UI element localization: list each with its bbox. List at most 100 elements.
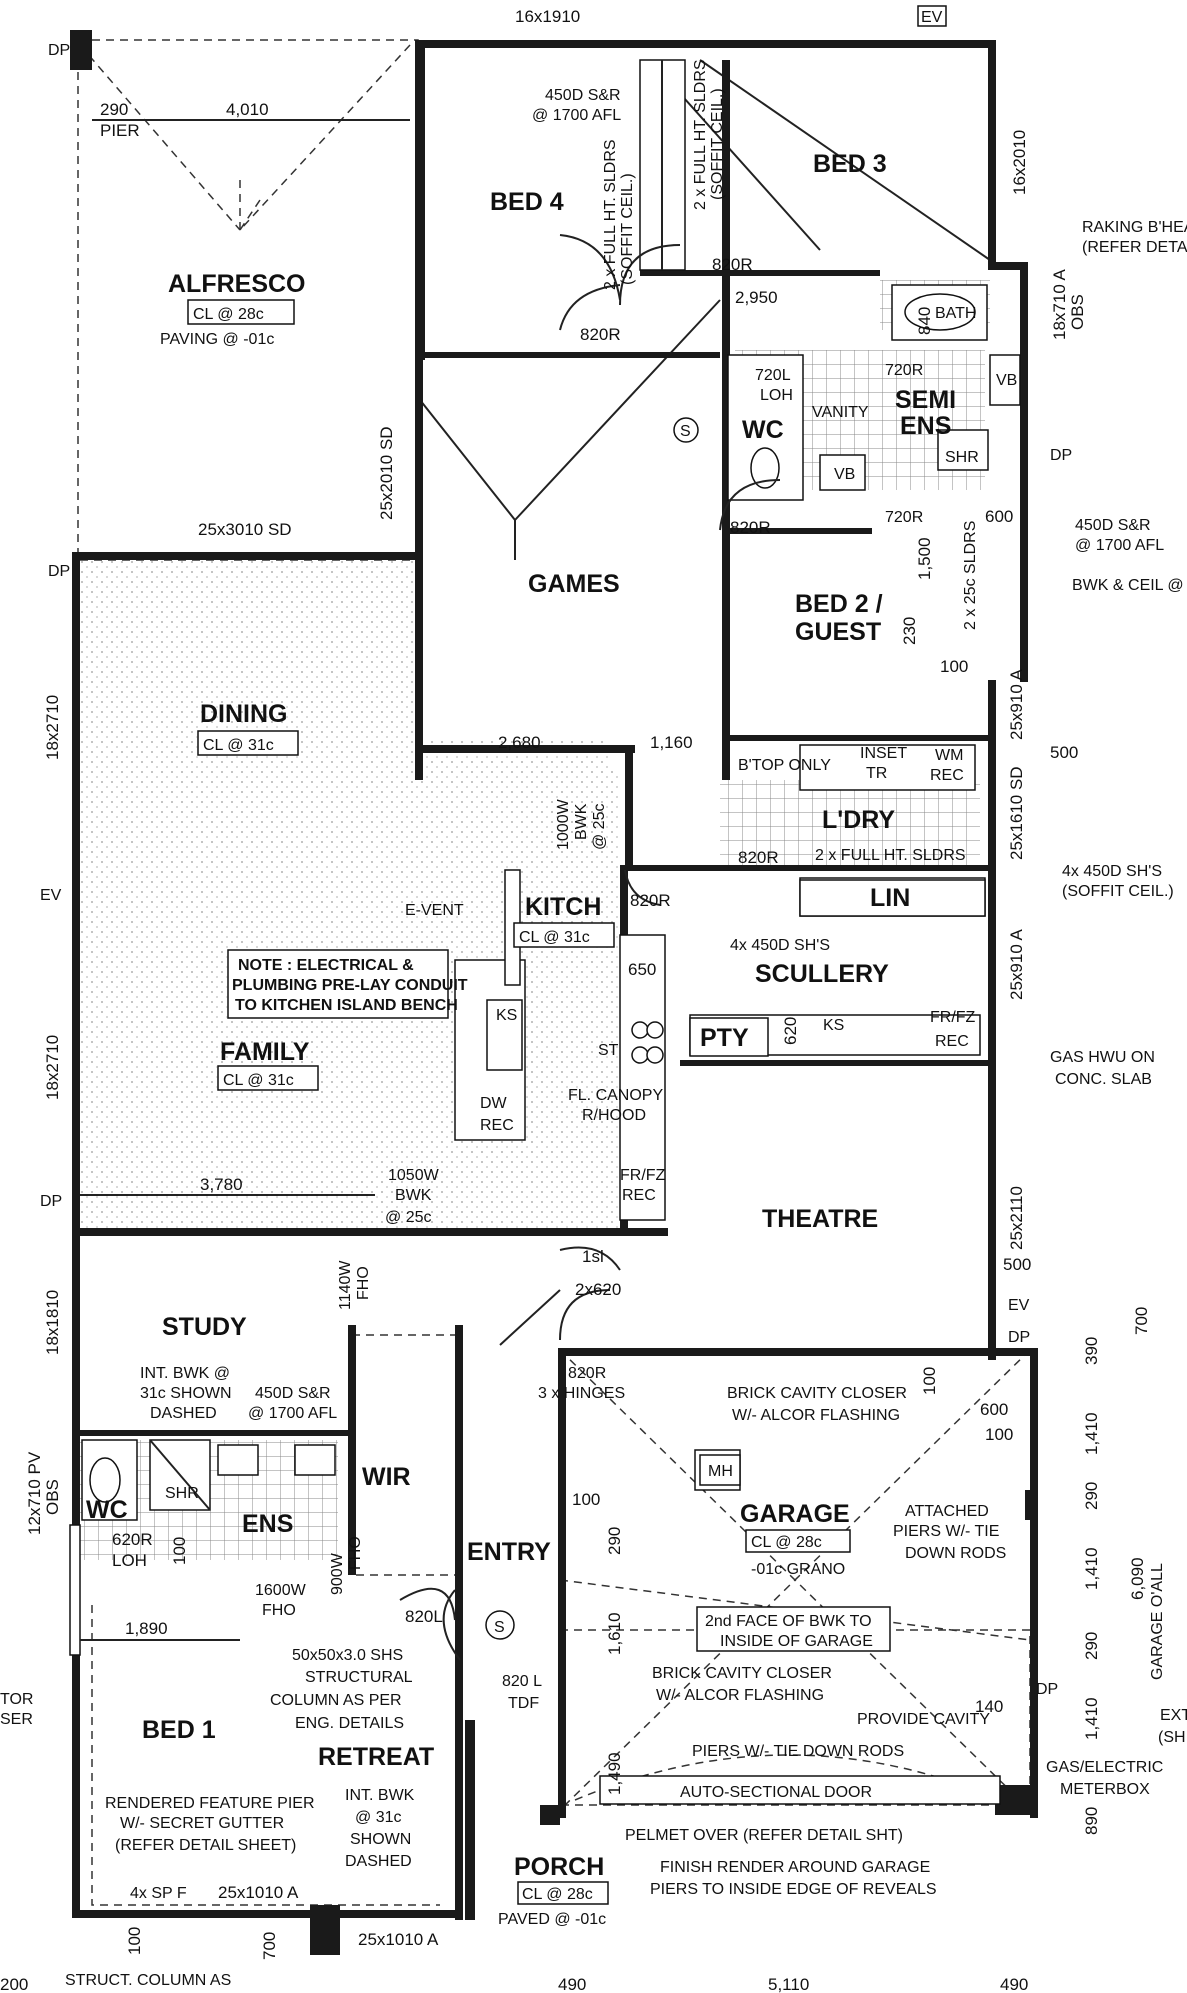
dim-290c: 290 — [605, 1527, 624, 1555]
sym-dp-d: DP — [1050, 447, 1072, 464]
dim-2950: 2,950 — [735, 288, 778, 307]
dim-820r-a: 820R — [712, 255, 753, 274]
note-1: NOTE : ELECTRICAL & — [238, 957, 414, 974]
floor-tile-areas — [78, 280, 990, 1560]
room-games: GAMES — [528, 570, 620, 598]
note-face1: 2nd FACE OF BWK TO — [705, 1613, 872, 1630]
room-ens-top: ENS — [900, 412, 951, 440]
note-shs1: 50x50x3.0 SHS — [292, 1647, 403, 1664]
note-attached1: ATTACHED — [905, 1503, 989, 1520]
note-sh4c: 4x 450D SH'S — [730, 937, 830, 954]
note-bwk1000: 1000W — [555, 798, 572, 850]
note-gasel1: GAS/ELECTRIC — [1046, 1759, 1163, 1776]
room-theatre: THEATRE — [762, 1205, 878, 1233]
note-r720a: 720R — [885, 362, 923, 379]
note-face2: INSIDE OF GARAGE — [720, 1633, 873, 1650]
dim-700a: 700 — [1132, 1307, 1151, 1335]
porch-paved: PAVED @ -01c — [498, 1911, 606, 1928]
dim-700b: 700 — [260, 1932, 279, 1960]
dim-pier: PIER — [100, 121, 140, 140]
dining-cl: CL @ 31c — [203, 737, 274, 754]
note-garage-oall: GARAGE O'ALL — [1149, 1563, 1166, 1680]
room-pty: PTY — [700, 1024, 749, 1052]
note-bwk1050b: BWK — [395, 1187, 432, 1204]
note-tor1: TOR — [0, 1691, 33, 1708]
room-shr-bot: SHR — [165, 1485, 199, 1502]
note-sldrs-a2: (SOFFIT CEIL.) — [619, 173, 636, 285]
note-bwk-ceil: BWK & CEIL @ 2 — [1072, 577, 1187, 594]
note-intbwk2: 31c SHOWN — [140, 1385, 232, 1402]
room-bed2: BED 2 / — [795, 590, 883, 618]
note-st: ST — [598, 1042, 619, 1059]
note-brick3: BRICK CAVITY CLOSER — [652, 1665, 832, 1682]
sym-dp-f: DP — [1036, 1681, 1058, 1698]
room-study: STUDY — [162, 1313, 247, 1341]
note-ks-b: KS — [823, 1017, 844, 1034]
note-bwk1050: 1050W — [388, 1167, 440, 1184]
room-vanity: VANITY — [812, 404, 869, 421]
dim-490b: 490 — [1000, 1975, 1028, 1993]
dim-390: 390 — [1082, 1337, 1101, 1365]
dim-25x3010: 25x3010 SD — [198, 520, 292, 539]
dim-25x2110: 25x2110 — [1007, 1186, 1026, 1250]
note-brick2: W/- ALCOR FLASHING — [732, 1407, 900, 1424]
dim-1410c: 1,410 — [1082, 1697, 1101, 1740]
note-intbwk6: SHOWN — [350, 1831, 411, 1848]
alfresco-cl: CL @ 28c — [193, 306, 264, 323]
dim-2680: 2,680 — [498, 733, 541, 752]
note-frfz2: REC — [622, 1187, 656, 1204]
sym-ev-b: EV — [1008, 1297, 1030, 1314]
room-guest: GUEST — [795, 618, 881, 646]
alfresco-paving: PAVING @ -01c — [160, 331, 274, 348]
dim-25x1010a: 25x1010 A — [218, 1883, 299, 1902]
room-semi: SEMI — [895, 386, 956, 414]
room-lin: LIN — [870, 884, 910, 912]
note-sldrs-b2: (SOFFIT CEIL.) — [709, 88, 726, 200]
note-gas1: GAS HWU ON — [1050, 1049, 1155, 1066]
note-fho1140b: FHO — [355, 1266, 372, 1300]
note-finish1: FINISH RENDER AROUND GARAGE — [660, 1859, 930, 1876]
dim-1410b: 1,410 — [1082, 1547, 1101, 1590]
dim-1sl: 1sl — [582, 1247, 604, 1266]
dim-12x710: 12x710 PV — [25, 1451, 44, 1535]
kitch-cl: CL @ 31c — [519, 929, 590, 946]
note-vb-b: VB — [996, 372, 1017, 389]
dim-25x2010: 25x2010 SD — [377, 426, 396, 520]
room-retreat: RETREAT — [318, 1743, 434, 1771]
note-attached3: DOWN RODS — [905, 1545, 1006, 1562]
dim-820r-c: 820R — [730, 518, 771, 537]
dim-18x710: 18x710 A — [1050, 268, 1069, 340]
note-inset2: TR — [866, 765, 887, 782]
porch-cl: CL @ 28c — [522, 1886, 593, 1903]
dim-obs2: OBS — [43, 1479, 62, 1515]
dim-620: 620 — [781, 1017, 800, 1045]
dim-100f: 100 — [125, 1927, 144, 1955]
note-evert: E-VENT — [405, 902, 464, 919]
dim-290d: 290 — [1082, 1632, 1101, 1660]
note-s-r-bot2: @ 1700 AFL — [248, 1405, 337, 1422]
note-loh720: 720L — [755, 367, 791, 384]
note-frfz1: FR/FZ — [620, 1167, 666, 1184]
family-cl: CL @ 31c — [223, 1072, 294, 1089]
room-scullery: SCULLERY — [755, 960, 889, 988]
note-rend3: (REFER DETAIL SHEET) — [115, 1837, 296, 1854]
dim-5110: 5,110 — [768, 1975, 809, 1993]
dim-1610: 1,610 — [605, 1612, 624, 1655]
dim-2x620: 2x620 — [575, 1280, 621, 1299]
note-shs4: ENG. DETAILS — [295, 1715, 404, 1732]
note-dw2: REC — [480, 1117, 514, 1134]
dim-18x2710b: 18x2710 — [43, 1035, 62, 1100]
note-fho1140: 1140W — [337, 1260, 354, 1310]
room-ens-bot: ENS — [242, 1510, 293, 1538]
room-entry: ENTRY — [467, 1538, 551, 1566]
dim-820r-b: 820R — [580, 325, 621, 344]
room-bath: BATH — [935, 305, 976, 322]
room-wir: WIR — [362, 1463, 411, 1491]
sym-s-a: S — [680, 423, 691, 440]
note-tdf2: TDF — [508, 1695, 539, 1712]
note-cavity: PROVIDE CAVITY — [857, 1711, 990, 1728]
note-r720b: 720R — [885, 509, 923, 526]
dim-1490: 1,490 — [605, 1752, 624, 1795]
note-sldrs-a: 2 x FULL HT. SLDRS — [602, 139, 619, 290]
